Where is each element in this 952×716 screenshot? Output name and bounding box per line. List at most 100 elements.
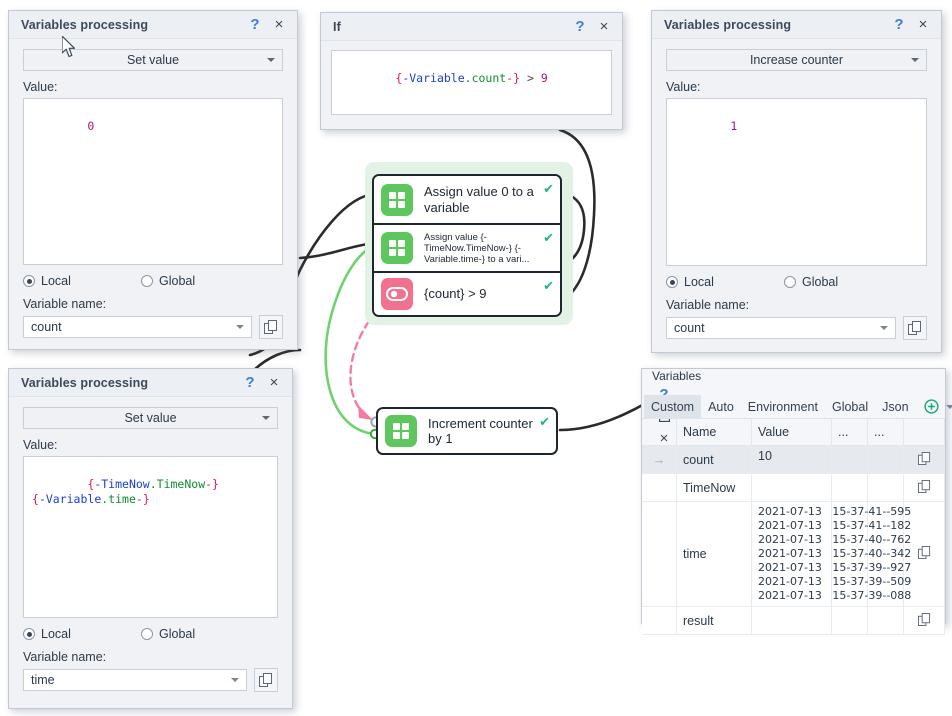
node-status-check-icon: ✔ [543, 181, 554, 196]
action-select[interactable]: Set value [23, 407, 278, 429]
variables-table[interactable]: Name Value ... ... → count 10 [642, 419, 945, 635]
table-row[interactable]: time 2021-07-13 15-37-41--595 2021-07-13… [642, 501, 945, 607]
dialog-variables-processing-count[interactable]: Variables processing ? × Set value Value… [8, 10, 298, 350]
scope-radio-group[interactable]: Local Global [23, 627, 278, 641]
value-text: 0 [87, 119, 95, 133]
dialog-titlebar[interactable]: If ? × [321, 13, 622, 41]
close-icon[interactable]: × [269, 374, 279, 391]
radio-global[interactable]: Global [141, 274, 195, 288]
row-value: 10 [751, 445, 832, 474]
row-marker-icon [642, 606, 677, 635]
add-variable-icon[interactable] [923, 398, 939, 416]
row-extra-1 [831, 473, 868, 502]
row-extra-2 [867, 501, 904, 607]
close-icon[interactable]: × [274, 16, 284, 33]
row-value: 2021-07-13 15-37-41--595 2021-07-13 15-3… [751, 501, 911, 607]
row-name: TimeNow [676, 473, 752, 502]
row-copy-button[interactable] [903, 473, 945, 502]
value-label: Value: [23, 438, 58, 452]
action-select-value: Set value [124, 411, 177, 425]
dialog-body: {-Variable.count-} > 9 [321, 41, 622, 125]
help-icon[interactable]: ? [575, 18, 585, 35]
radio-local-dot [23, 275, 35, 287]
dialog-if[interactable]: If ? × {-Variable.count-} > 9 [320, 12, 623, 130]
radio-local[interactable]: Local [23, 274, 141, 288]
row-name: result [676, 606, 752, 635]
flow-node-assign-zero[interactable]: Assign value 0 to a variable ✔ [374, 176, 560, 225]
radio-global[interactable]: Global [141, 627, 195, 641]
variable-name-value: count [31, 320, 62, 334]
dialog-variables-processing-increase[interactable]: Variables processing ? × Increase counte… [651, 10, 942, 353]
grid-icon [381, 232, 413, 264]
tab-json[interactable]: Json [882, 399, 909, 414]
variable-name-input[interactable]: time [23, 669, 247, 691]
panel-tabbar[interactable]: Custom Auto Environment Global Json [642, 394, 952, 419]
action-select-value: Increase counter [749, 53, 844, 67]
row-copy-button[interactable] [903, 501, 945, 607]
chevron-down-icon [231, 678, 239, 682]
dialog-titlebar[interactable]: Variables processing ? × [652, 11, 941, 39]
chevron-down-icon[interactable] [945, 404, 952, 409]
toggle-icon [381, 278, 413, 310]
condition-editor[interactable]: {-Variable.count-} > 9 [331, 50, 612, 115]
row-name: count [676, 445, 752, 474]
row-copy-button[interactable] [903, 445, 945, 474]
table-row[interactable]: TimeNow [642, 473, 945, 502]
dialog-variables-processing-time[interactable]: Variables processing ? × Set value Value… [8, 368, 293, 709]
row-value [751, 606, 832, 635]
help-icon[interactable]: ? [894, 16, 904, 33]
value-label: Value: [23, 80, 58, 94]
value-editor[interactable]: 0 [23, 98, 283, 265]
radio-global-dot [141, 628, 153, 640]
help-icon[interactable]: ? [250, 16, 260, 33]
flow-node-stack[interactable]: Assign value 0 to a variable ✔ Assign va… [372, 174, 562, 317]
row-extra-1 [831, 501, 868, 607]
copy-button[interactable] [903, 316, 927, 340]
table-row[interactable]: → count 10 [642, 445, 945, 474]
help-icon[interactable]: ? [652, 383, 676, 405]
flow-node-label: Assign value 0 to a variable [424, 184, 534, 215]
close-icon[interactable]: × [918, 16, 928, 33]
tab-auto[interactable]: Auto [708, 399, 734, 414]
row-marker-icon: → [642, 445, 677, 474]
value-editor[interactable]: 1 [666, 98, 927, 266]
radio-local-label: Local [41, 627, 71, 641]
tab-environment[interactable]: Environment [747, 399, 818, 414]
panel-variables[interactable]: Variables ? × Custom Auto Environment Gl… [641, 368, 952, 635]
dialog-titlebar[interactable]: Variables processing ? × [9, 11, 297, 39]
dialog-title: If [333, 19, 341, 34]
grid-icon [385, 415, 417, 447]
radio-local-label: Local [41, 274, 71, 288]
action-select[interactable]: Set value [23, 49, 283, 71]
flow-node-assign-time[interactable]: Assign value {-TimeNow.TimeNow-} {-Varia… [374, 225, 560, 273]
row-extra-1 [831, 445, 868, 474]
radio-global-label: Global [159, 627, 196, 641]
radio-local[interactable]: Local [666, 275, 784, 289]
condition-expression: {-Variable.count-} > 9 [395, 71, 548, 85]
row-copy-button[interactable] [903, 606, 945, 635]
radio-local[interactable]: Local [23, 627, 141, 641]
radio-global-label: Global [802, 275, 839, 289]
dialog-titlebar[interactable]: Variables processing ? × [9, 369, 292, 397]
variable-name-input[interactable]: count [666, 317, 896, 339]
close-icon[interactable]: × [599, 18, 609, 35]
panel-titlebar[interactable]: Variables ? × [642, 369, 945, 447]
tab-global[interactable]: Global [831, 399, 869, 414]
variable-name-input[interactable]: count [23, 316, 252, 338]
copy-button[interactable] [254, 668, 278, 692]
value-editor[interactable]: {-TimeNow.TimeNow-} {-Variable.time-} [23, 456, 278, 618]
tab-custom[interactable]: Custom [644, 394, 702, 419]
help-icon[interactable]: ? [245, 374, 255, 391]
grid-icon [381, 183, 413, 216]
row-name: time [676, 501, 752, 607]
scope-radio-group[interactable]: Local Global [23, 274, 283, 288]
action-select[interactable]: Increase counter [666, 49, 927, 71]
scope-radio-group[interactable]: Local Global [666, 275, 927, 289]
close-icon[interactable]: × [652, 427, 676, 449]
flow-node-increment[interactable]: Increment counter by 1 ✔ [376, 407, 558, 455]
radio-global[interactable]: Global [784, 275, 838, 289]
copy-button[interactable] [259, 315, 283, 339]
flow-node-condition[interactable]: {count} > 9 ✔ [374, 273, 560, 315]
table-row[interactable]: result [642, 606, 945, 635]
flow-node-label: Increment counter by 1 [428, 415, 533, 446]
